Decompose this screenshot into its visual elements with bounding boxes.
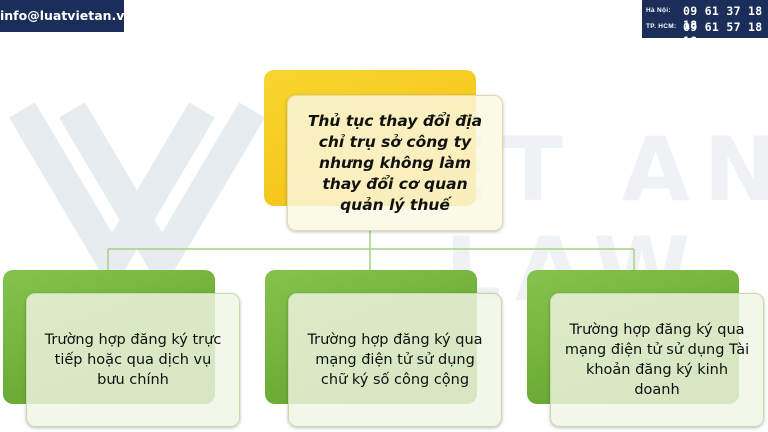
city-label: Hà Nội:	[646, 7, 671, 14]
phone-row-hcm: TP. HCM: 09 61 57 18 18	[642, 20, 768, 48]
city-label: TP. HCM:	[646, 23, 677, 30]
phone-number[interactable]: 09 61 57 18 18	[683, 20, 763, 48]
child-box-3: Trường hợp đăng ký qua mạng điện tử sử d…	[550, 293, 764, 427]
child-label-1: Trường hợp đăng ký trực tiếp hoặc qua dị…	[44, 332, 222, 388]
email-badge[interactable]: info@luatvietan.vn	[0, 0, 133, 32]
root-box: Thủ tục thay đổi địa chỉ trụ sở công ty …	[287, 95, 503, 231]
phone-row-hanoi: Hà Nội: 09 61 37 18 18	[642, 4, 768, 32]
child-label-2: Trường hợp đăng ký qua mạng điện tử sử d…	[307, 332, 483, 388]
phone-badge: Hà Nội: 09 61 37 18 18 TP. HCM: 09 61 57…	[642, 0, 768, 48]
child-box-2: Trường hợp đăng ký qua mạng điện tử sử d…	[288, 293, 502, 427]
child-box-1: Trường hợp đăng ký trực tiếp hoặc qua dị…	[26, 293, 240, 427]
email-text[interactable]: info@luatvietan.vn	[0, 8, 134, 23]
phone-number[interactable]: 09 61 37 18 18	[683, 4, 763, 32]
child-label-3: Trường hợp đăng ký qua mạng điện tử sử d…	[564, 322, 750, 398]
root-title: Thủ tục thay đổi địa chỉ trụ sở công ty …	[307, 111, 483, 214]
